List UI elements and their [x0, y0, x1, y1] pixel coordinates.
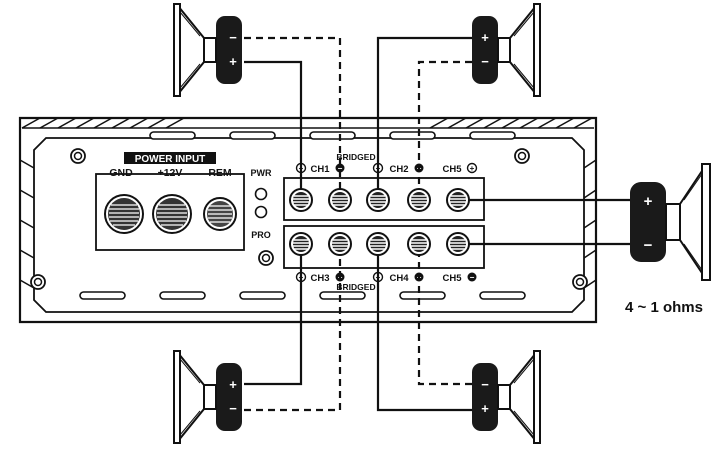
indicators: PWR PRO [251, 168, 272, 240]
ch2-label: CH2 [389, 164, 408, 175]
speaker-icon [471, 350, 541, 444]
mounting-hole-icon [30, 274, 46, 290]
rem-label: REM [208, 167, 232, 179]
ch5-bottom-label: CH5 [442, 273, 462, 284]
speaker-icon [173, 350, 243, 444]
ch1-label: CH1 [310, 164, 330, 175]
bridged-top-label: BRIDGED [336, 152, 375, 162]
mounting-hole-icon [70, 148, 86, 164]
subwoofer-minus-label: − [644, 237, 653, 254]
ch4-label: CH4 [389, 273, 409, 284]
speaker-icon [173, 3, 243, 97]
svg-text:+: + [470, 164, 475, 173]
power-input-title: POWER INPUT [135, 154, 206, 165]
pro-label: PRO [251, 230, 271, 240]
subwoofer-speaker-icon [630, 163, 711, 281]
screw-terminal-icon [366, 232, 390, 256]
speaker-minus-label: − [481, 54, 489, 69]
screw-terminal-icon [407, 188, 431, 212]
screw-terminal-icon [289, 232, 313, 256]
rem-terminal-icon [203, 197, 237, 231]
gnd-terminal-icon [104, 194, 144, 234]
screw-terminal-icon [407, 232, 431, 256]
mounting-hole-icon [572, 274, 588, 290]
pwr-led-icon [254, 187, 268, 201]
svg-text:−: − [338, 164, 343, 173]
pro-led-icon [254, 205, 268, 219]
screw-terminal-icon [289, 188, 313, 212]
ch3-label: CH3 [310, 273, 329, 284]
bridged-bottom-label: BRIDGED [336, 282, 375, 292]
screw-terminal-icon [328, 188, 352, 212]
screw-terminal-icon [446, 232, 470, 256]
speaker-plus-label: + [481, 30, 489, 45]
speaker-icon [471, 3, 541, 97]
impedance-label: 4 ~ 1 ohms [625, 299, 703, 316]
screw-terminal-icon [366, 188, 390, 212]
ch5-top-label: CH5 [442, 164, 462, 175]
screw-terminal-icon [328, 232, 352, 256]
power-input-block: POWER INPUT GND +12V REM [95, 152, 245, 251]
mounting-hole-icon [514, 148, 530, 164]
speaker-minus-label: − [481, 377, 489, 392]
subwoofer-plus-label: + [644, 193, 653, 210]
speaker-minus-label: − [229, 30, 237, 45]
speaker-minus-label: − [229, 401, 237, 416]
speaker-plus-label: + [481, 401, 489, 416]
pwr-label: PWR [251, 168, 272, 178]
plus-12v-label: +12V [158, 167, 183, 179]
screw-terminal-icon [446, 188, 470, 212]
wires [244, 36, 632, 412]
mounting-hole-icon [258, 250, 274, 266]
speaker-plus-label: + [229, 54, 237, 69]
gnd-label: GND [109, 167, 133, 179]
plus-12v-terminal-icon [152, 194, 192, 234]
svg-text:−: − [470, 273, 475, 282]
speaker-plus-label: + [229, 377, 237, 392]
